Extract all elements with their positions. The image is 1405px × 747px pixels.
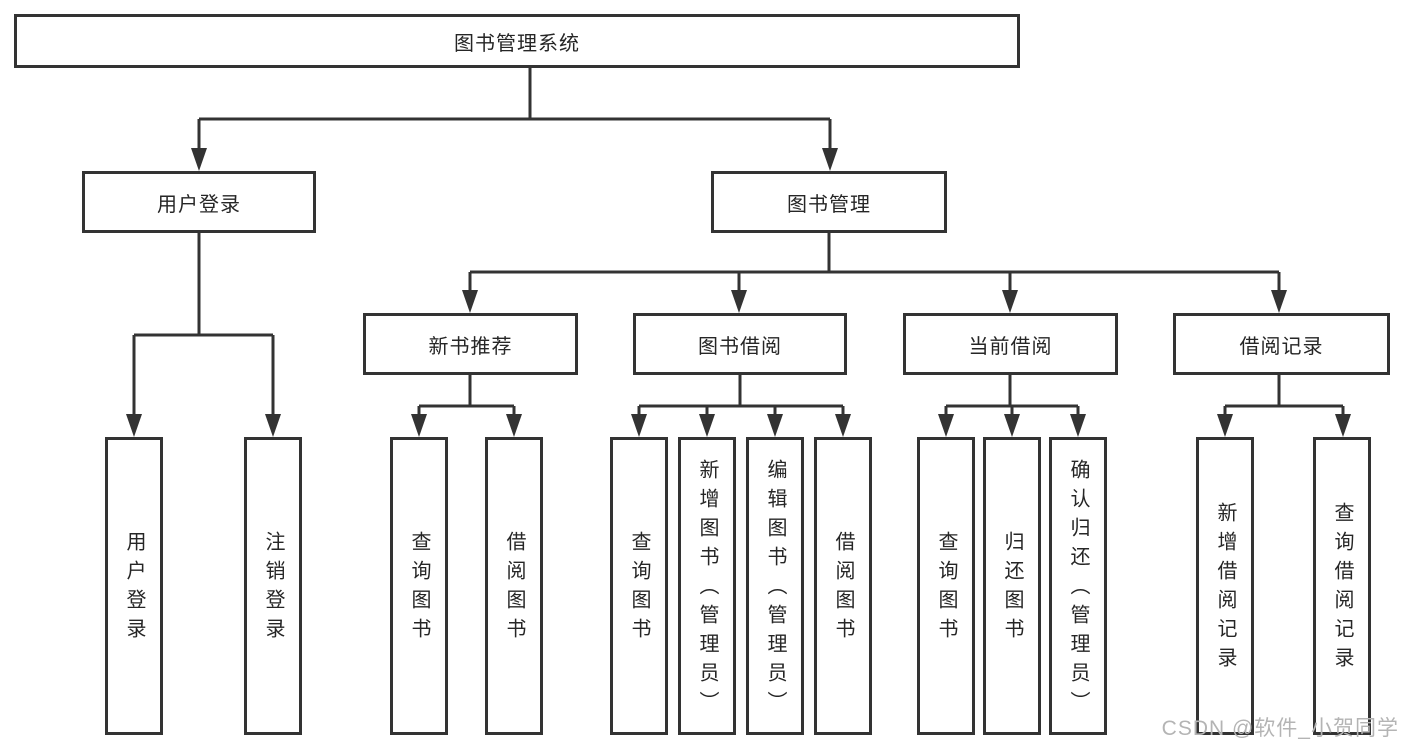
leaf-label: 查询图书 (628, 531, 650, 647)
leaf-label: 新增图书（管理员） (696, 458, 718, 720)
leaf-logout: 注销登录 (244, 437, 302, 735)
csdn-watermark: CSDN @软件_小贺同学 (1161, 717, 1399, 740)
leaf-label: 确认归还（管理员） (1067, 458, 1089, 720)
leaf-user-login: 用户登录 (105, 437, 163, 735)
node-book-management: 图书管理 (711, 171, 947, 233)
leaf-return-books: 归还图书 (983, 437, 1041, 735)
leaf-label: 编辑图书（管理员） (764, 458, 786, 720)
leaf-add-books-admin: 新增图书（管理员） (678, 437, 736, 735)
node-library-management-system: 图书管理系统 (14, 14, 1020, 68)
leaf-label: 查询图书 (935, 531, 957, 647)
leaf-edit-books-admin: 编辑图书（管理员） (746, 437, 804, 735)
leaf-label: 借阅图书 (832, 531, 854, 647)
node-label: 图书管理系统 (454, 32, 580, 55)
node-borrowing-records: 借阅记录 (1173, 313, 1390, 375)
leaf-label: 归还图书 (1001, 531, 1023, 647)
leaf-borrow-books-recommend: 借阅图书 (485, 437, 543, 735)
leaf-query-books-current: 查询图书 (917, 437, 975, 735)
leaf-label: 注销登录 (262, 531, 284, 647)
node-book-borrowing: 图书借阅 (633, 313, 847, 375)
leaf-label: 查询借阅记录 (1331, 502, 1353, 676)
node-label: 图书管理 (787, 193, 871, 216)
leaf-borrow-books: 借阅图书 (814, 437, 872, 735)
leaf-label: 借阅图书 (503, 531, 525, 647)
node-user-login: 用户登录 (82, 171, 316, 233)
leaf-label: 用户登录 (123, 531, 145, 647)
node-current-borrowing: 当前借阅 (903, 313, 1118, 375)
leaf-add-borrow-record: 新增借阅记录 (1196, 437, 1254, 735)
leaf-query-books-borrow: 查询图书 (610, 437, 668, 735)
node-label: 新书推荐 (428, 335, 513, 358)
node-label: 用户登录 (157, 193, 241, 216)
node-new-book-recommendation: 新书推荐 (363, 313, 578, 375)
leaf-label: 查询图书 (408, 531, 430, 647)
leaf-query-books-recommend: 查询图书 (390, 437, 448, 735)
leaf-confirm-return-admin: 确认归还（管理员） (1049, 437, 1107, 735)
leaf-label: 新增借阅记录 (1214, 502, 1236, 676)
node-label: 当前借阅 (968, 335, 1053, 358)
node-label: 借阅记录 (1239, 335, 1324, 358)
leaf-query-borrow-record: 查询借阅记录 (1313, 437, 1371, 735)
node-label: 图书借阅 (698, 335, 782, 358)
